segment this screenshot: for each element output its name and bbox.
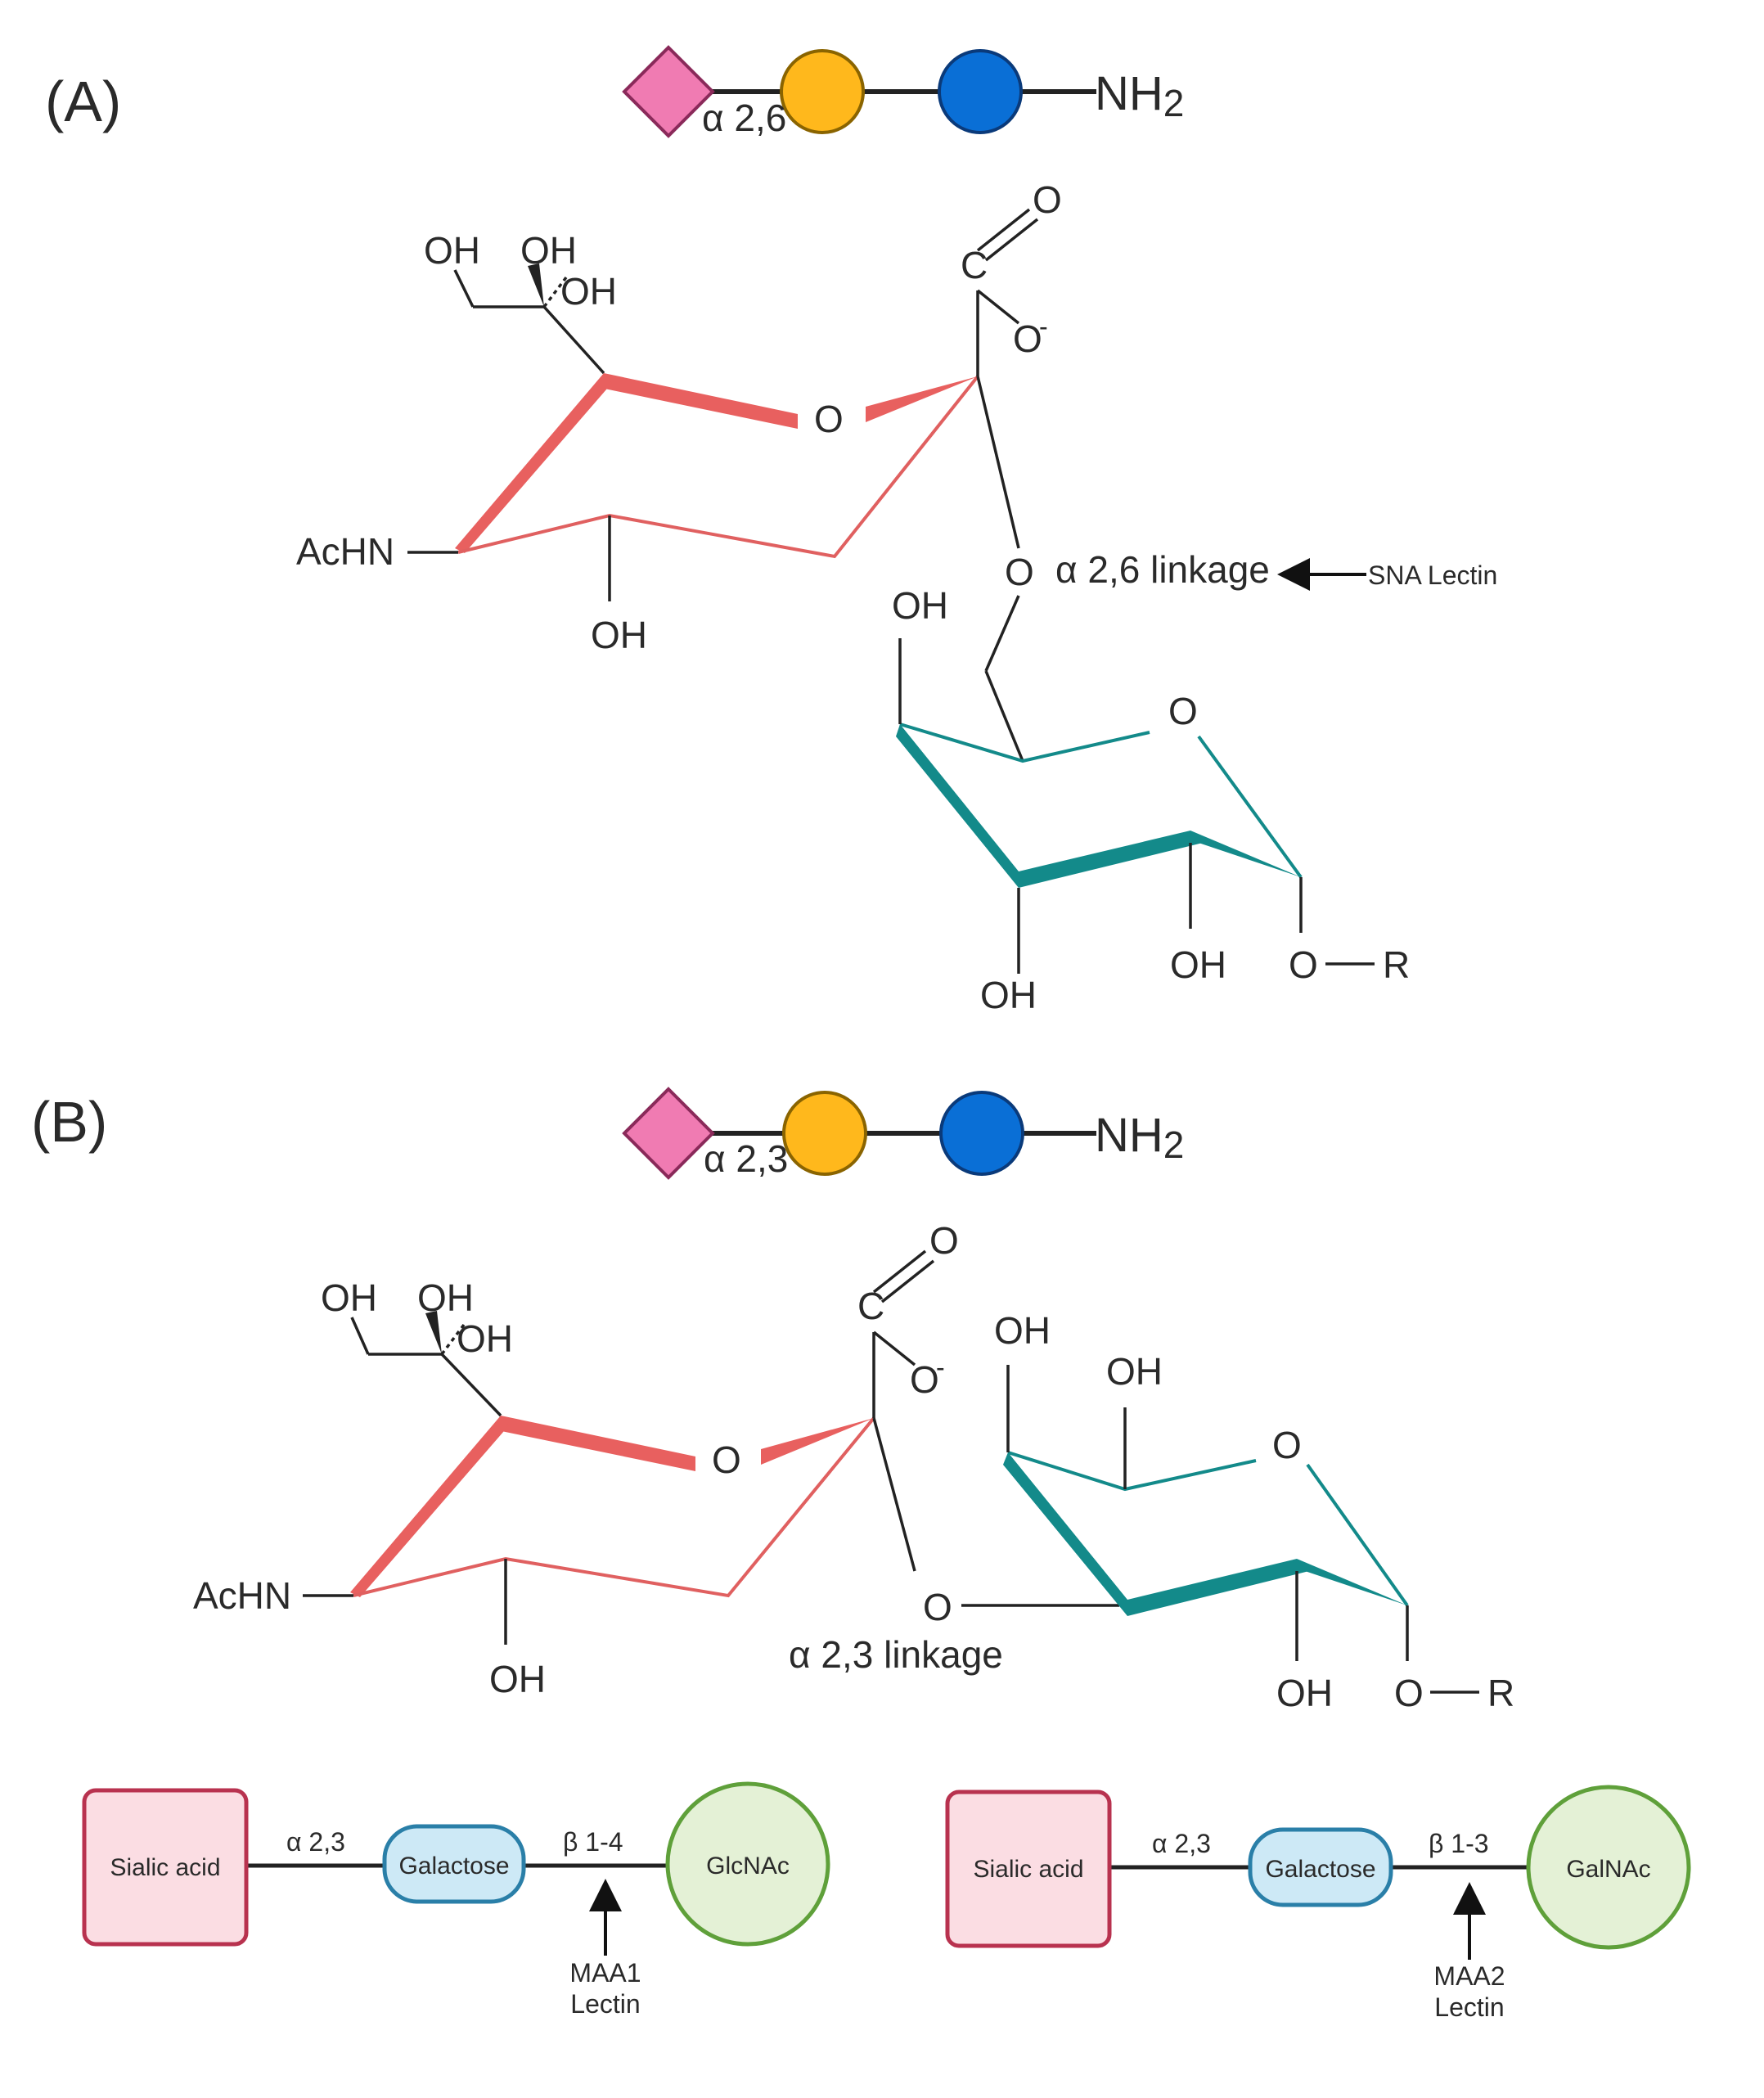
galactose-box xyxy=(1248,1827,1393,1907)
panel-b-gal-oh-a: OH xyxy=(994,1309,1051,1352)
scheme-1-box2: Galactose xyxy=(398,1853,509,1880)
scheme-1-lectin-1: MAA1 xyxy=(569,1958,641,1988)
galactose-box xyxy=(382,1824,526,1904)
scheme-2-lectin-2: Lectin xyxy=(1434,1992,1504,2022)
panel-b-sialic-ring: OH OH OH O AcHN OH C O O - xyxy=(193,1219,959,1700)
panel-a-glycan-symbols: α 2,6 NH2 xyxy=(622,45,1184,139)
scheme-2-box2: Galactose xyxy=(1265,1856,1375,1883)
panel-a-sialic-oh3: OH xyxy=(560,270,617,313)
panel-a-gal-or-o: O xyxy=(1289,943,1318,986)
panel-b-linkage-label: α 2,3 linkage xyxy=(789,1633,1003,1676)
panel-a-sialic-ring-o: O xyxy=(814,398,844,440)
panel-b-gal-or-o: O xyxy=(1394,1672,1424,1714)
scheme-2-link2: β 1-3 xyxy=(1429,1829,1489,1858)
glucose-circle-icon xyxy=(939,1091,1024,1176)
panel-b-sialic-ring-o: O xyxy=(712,1438,741,1481)
sialic-acid-diamond-icon xyxy=(622,1087,715,1180)
galactose-circle-icon xyxy=(782,1091,867,1176)
panel-a-sialic-oh2: OH xyxy=(520,229,577,272)
panel-b: (B) α 2,3 NH2 OH xyxy=(31,1087,1514,1714)
sialic-acid-box xyxy=(82,1788,249,1947)
panel-a-glycan-link: α 2,6 xyxy=(702,97,786,139)
scheme-1-link1: α 2,3 xyxy=(286,1827,345,1857)
glucose-circle-icon xyxy=(938,49,1023,134)
panel-a-linkage-label: α 2,6 linkage xyxy=(1055,548,1270,591)
scheme-1-box3: GlcNAc xyxy=(706,1853,790,1880)
panel-a-gal-oh-left: OH xyxy=(980,974,1037,1016)
galnac-circle xyxy=(1526,1785,1691,1950)
panel-b-sialic-oh4: OH xyxy=(489,1658,546,1700)
panel-b-label: (B) xyxy=(31,1090,107,1154)
sialic-acid-box xyxy=(945,1790,1112,1948)
panel-a-label: (A) xyxy=(45,70,121,133)
panel-b-acnh: AcHN xyxy=(193,1574,291,1617)
panel-b-gal-r: R xyxy=(1487,1672,1514,1714)
panel-a-gal-ring-o: O xyxy=(1168,690,1198,732)
panel-a-galactose-ring: OH O OH OH O R xyxy=(892,584,1410,1016)
panel-b-glycan-link: α 2,3 xyxy=(704,1137,788,1180)
scheme-1-lectin-2: Lectin xyxy=(570,1989,640,2019)
sialic-acid-diamond-icon xyxy=(622,45,715,138)
panel-b-sialic-oh3: OH xyxy=(457,1317,513,1360)
panel-a-charge: - xyxy=(1039,312,1048,341)
scheme-1-link2: β 1-4 xyxy=(563,1827,623,1857)
panel-a-gal-oh-top: OH xyxy=(892,584,948,627)
panel-a-carbonyl-o: O xyxy=(1033,178,1062,221)
scheme-2: Sialic acid α 2,3 Galactose β 1-3 GalNAc… xyxy=(945,1785,1691,2022)
scheme-1: Sialic acid α 2,3 Galactose β 1-4 GlcNAc… xyxy=(82,1781,830,2019)
galactose-circle-icon xyxy=(780,49,865,134)
panel-a-acnh: AcHN xyxy=(296,530,394,573)
panel-a-sialic-ring: OH OH OH O AcHN OH C O O - xyxy=(296,178,1062,656)
scheme-2-lectin-1: MAA2 xyxy=(1433,1961,1505,1991)
panel-b-link-o: O xyxy=(923,1586,952,1628)
panel-b-glycan-symbols: α 2,3 NH2 xyxy=(622,1087,1184,1180)
scheme-2-box1: Sialic acid xyxy=(973,1856,1083,1883)
panel-b-nh2: NH2 xyxy=(1095,1109,1184,1166)
panel-b-sialic-oh2: OH xyxy=(417,1276,474,1319)
panel-a-linkage: O α 2,6 linkage SNA Lectin xyxy=(1005,548,1497,593)
panel-a-gal-r: R xyxy=(1383,943,1410,986)
panel-b-charge: - xyxy=(936,1353,945,1382)
panel-a-carbon: C xyxy=(961,244,988,286)
panel-b-gal-ring-o: O xyxy=(1272,1424,1302,1466)
panel-b-galactose-ring: O α 2,3 linkage OH OH O OH O R xyxy=(789,1309,1514,1714)
panel-a-lectin-label: SNA Lectin xyxy=(1368,561,1497,590)
scheme-1-box1: Sialic acid xyxy=(110,1854,220,1881)
scheme-2-box3: GalNAc xyxy=(1566,1856,1650,1883)
panel-b-anion-o: O xyxy=(910,1358,939,1401)
glcnac-circle xyxy=(665,1781,830,1947)
panel-a-anion-o: O xyxy=(1013,317,1042,360)
panel-b-gal-oh-low: OH xyxy=(1276,1672,1333,1714)
panel-b-carbonyl-o: O xyxy=(929,1219,959,1262)
scheme-2-link1: α 2,3 xyxy=(1152,1829,1211,1858)
panel-a-nh2: NH2 xyxy=(1095,67,1184,124)
panel-a: (A) α 2,6 NH2 xyxy=(45,45,1497,1016)
panel-a-link-o: O xyxy=(1005,551,1034,593)
panel-b-sialic-oh1: OH xyxy=(321,1276,377,1319)
panel-b-carbon: C xyxy=(857,1285,884,1327)
panel-b-gal-oh-b: OH xyxy=(1106,1350,1163,1393)
panel-a-sialic-oh1: OH xyxy=(424,229,480,272)
panel-a-sialic-oh4: OH xyxy=(591,614,647,656)
panel-a-gal-oh-mid: OH xyxy=(1170,943,1226,986)
